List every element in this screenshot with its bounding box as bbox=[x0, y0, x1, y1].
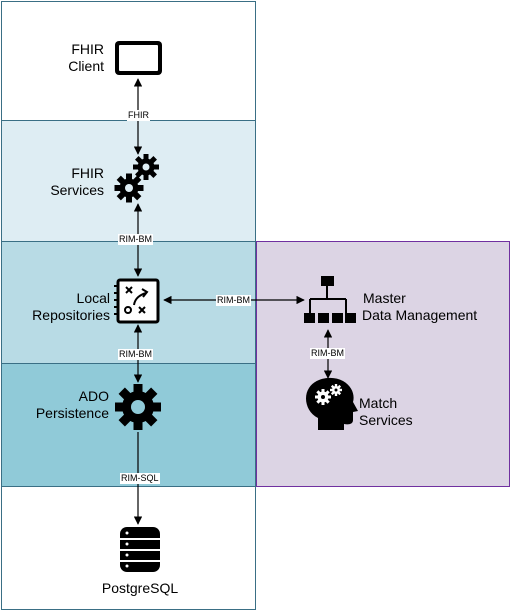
mdm-label-line2: Data Management bbox=[362, 307, 478, 323]
edge-label-mdm-match: RIM-BM bbox=[310, 348, 345, 359]
mdm-label-line1: Master bbox=[363, 290, 406, 306]
gear-icon bbox=[115, 384, 161, 430]
strategy-board-icon bbox=[114, 278, 160, 324]
repos-label: Local Repositories bbox=[10, 290, 110, 324]
edge-label-client-services: FHIR bbox=[127, 110, 150, 121]
services-label-line1: FHIR bbox=[71, 165, 104, 181]
hierarchy-icon bbox=[304, 276, 356, 323]
client-label-line2: Client bbox=[68, 58, 104, 74]
tablet-icon bbox=[115, 41, 162, 75]
services-label-line2: Services bbox=[50, 182, 104, 198]
mdm-label: Master Data Management bbox=[362, 290, 503, 324]
mdm-panel bbox=[256, 241, 510, 487]
edge-label-repos-persistence: RIM-BM bbox=[118, 349, 153, 360]
services-label: FHIR Services bbox=[20, 165, 104, 199]
repos-label-line1: Local bbox=[76, 290, 110, 306]
edge-label-persistence-db: RIM-SQL bbox=[120, 473, 160, 484]
persistence-label-line2: Persistence bbox=[35, 405, 109, 421]
client-label-line1: FHIR bbox=[71, 41, 104, 57]
gears-icon bbox=[114, 154, 159, 203]
persistence-band bbox=[1, 363, 256, 487]
repos-label-line2: Repositories bbox=[32, 307, 110, 323]
head-gears-icon bbox=[306, 377, 358, 430]
match-label-line2: Services bbox=[359, 412, 413, 428]
client-label: FHIR Client bbox=[40, 41, 104, 75]
edge-label-repos-mdm: RIM-BM bbox=[216, 295, 251, 306]
match-label: Match Services bbox=[359, 395, 459, 429]
database-label: PostgreSQL bbox=[101, 580, 179, 596]
persistence-label: ADO Persistence bbox=[20, 388, 109, 422]
persistence-label-line1: ADO bbox=[78, 388, 109, 404]
database-icon bbox=[120, 527, 160, 572]
edge-label-services-repos: RIM-BM bbox=[118, 234, 153, 245]
match-label-line1: Match bbox=[359, 395, 398, 411]
